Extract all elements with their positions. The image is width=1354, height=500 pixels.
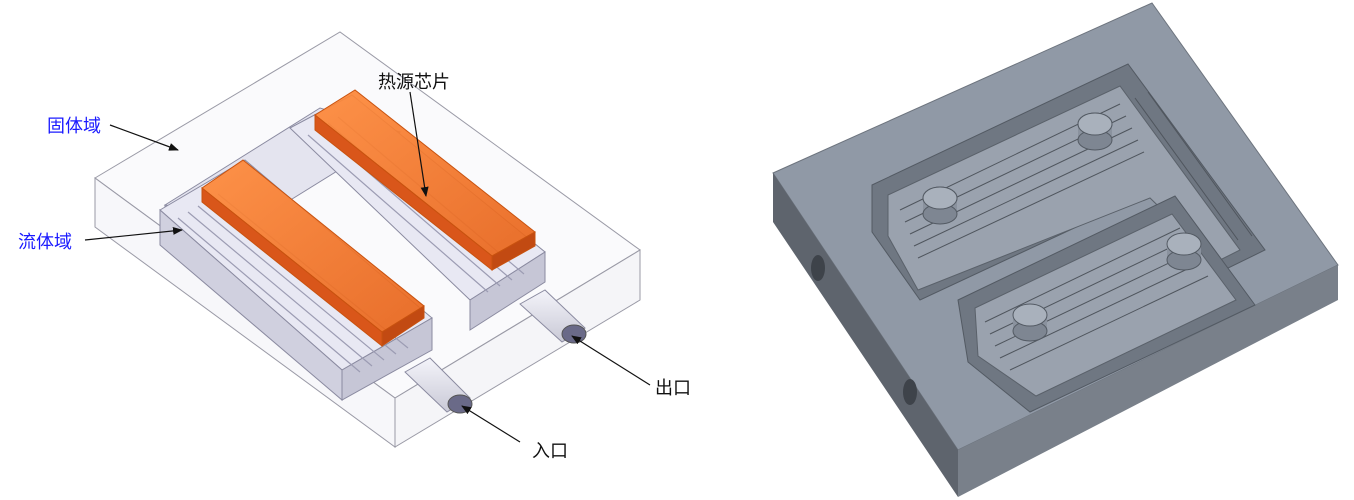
block-front-face [773, 173, 958, 497]
block-side-face [958, 265, 1338, 497]
lower-pocket [957, 195, 1256, 413]
side-hole [903, 379, 917, 405]
upper-pocket [871, 63, 1266, 301]
heat-chips [201, 89, 536, 348]
inlet-label: 入口 [532, 441, 568, 462]
leader-arrows [84, 91, 651, 443]
heat-chip-label: 热源芯片 [378, 72, 450, 93]
left-model [84, 31, 651, 448]
side-hole [811, 255, 825, 281]
right-model [772, 2, 1339, 497]
outlet-label: 出口 [655, 378, 691, 399]
fluid-domain-label: 流体域 [18, 232, 72, 253]
solid-domain-label: 固体域 [47, 116, 101, 137]
